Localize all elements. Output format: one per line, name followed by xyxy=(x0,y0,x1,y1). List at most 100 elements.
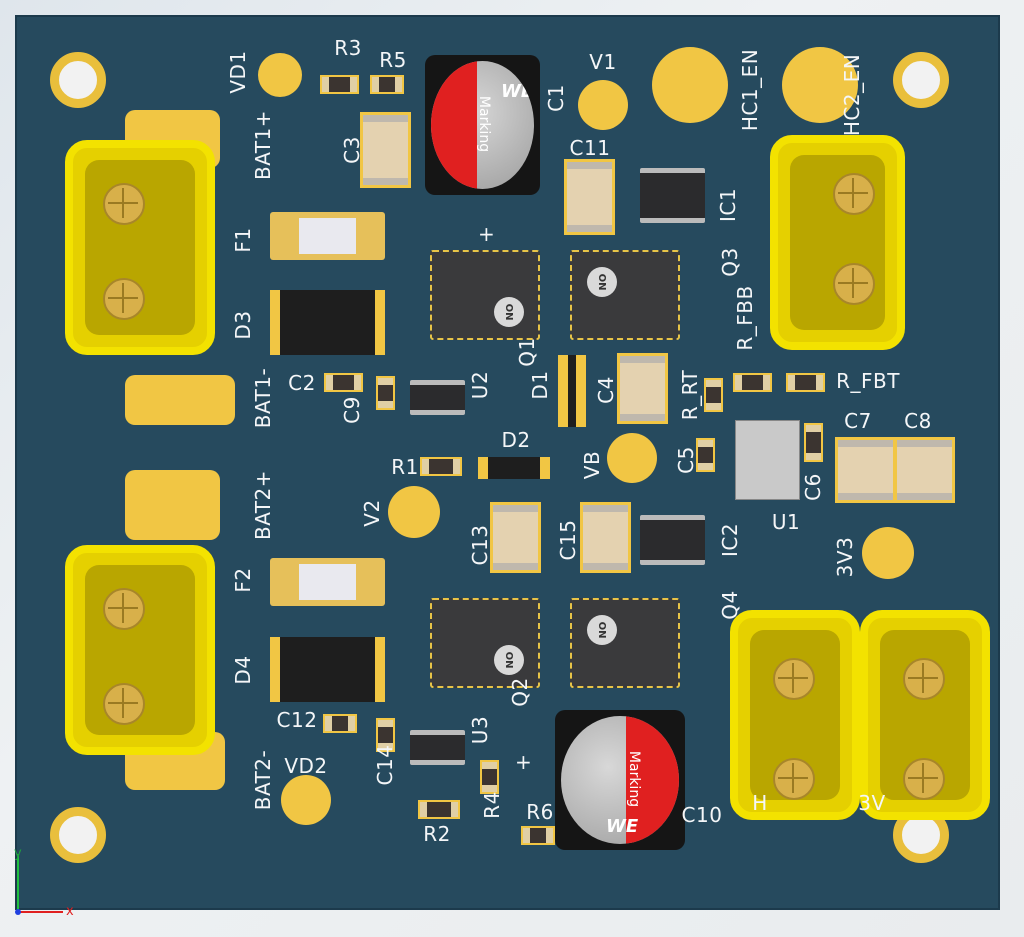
fet-marking: ON xyxy=(587,267,617,297)
silkscreen-label-f1: F1 xyxy=(231,227,255,253)
ceramic-capacitor xyxy=(894,437,955,503)
ceramic-capacitor xyxy=(490,502,541,573)
silkscreen-label-d1: D1 xyxy=(528,370,552,400)
screw-icon xyxy=(833,263,875,305)
smd-resistor xyxy=(376,718,395,752)
ceramic-capacitor xyxy=(360,112,411,188)
screw-icon xyxy=(773,658,815,700)
silkscreen-label-r4: R4 xyxy=(480,791,504,819)
silkscreen-label-c4: C4 xyxy=(594,376,618,404)
silkscreen-label-hc1-en: HC1_EN xyxy=(738,48,762,132)
axis-x-label: x xyxy=(66,904,74,919)
silkscreen-label-bat2-: BAT2- xyxy=(251,749,275,811)
ic-package xyxy=(640,515,705,565)
silkscreen-label-ic1: IC1 xyxy=(716,187,740,223)
ceramic-capacitor xyxy=(835,437,896,503)
capacitor-marking-text: Marking xyxy=(626,750,643,808)
we-logo: WE xyxy=(606,816,639,837)
axis-indicator: y x xyxy=(8,846,88,930)
capacitor-marking-text: Marking xyxy=(476,95,493,153)
mosfet: ON xyxy=(570,250,680,340)
test-point xyxy=(578,80,628,130)
silkscreen-label-q4: Q4 xyxy=(718,590,742,620)
fet-marking: ON xyxy=(494,645,524,675)
screw-icon xyxy=(103,278,145,320)
silkscreen-label-v2: V2 xyxy=(360,499,384,527)
smd-resistor xyxy=(418,800,460,819)
mounting-hole xyxy=(893,52,949,108)
smd-resistor xyxy=(320,75,359,94)
silkscreen-label-v1: V1 xyxy=(589,50,617,74)
xt30-connector xyxy=(65,545,215,755)
xt30-connector xyxy=(65,140,215,355)
silkscreen-label-d4: D4 xyxy=(231,655,255,685)
smd-resistor xyxy=(804,423,823,462)
smd-resistor xyxy=(420,457,462,476)
silkscreen-label-r1: R1 xyxy=(391,455,419,479)
screw-icon xyxy=(103,588,145,630)
silkscreen-label-c14: C14 xyxy=(373,744,397,786)
silkscreen-label-c15: C15 xyxy=(556,519,580,561)
polarity-plus: + xyxy=(515,750,533,774)
battery-pad xyxy=(125,375,235,425)
silkscreen-label-u1: U1 xyxy=(771,510,801,534)
silkscreen-label-bat1-: BAT1- xyxy=(251,367,275,429)
smd-resistor xyxy=(480,760,499,794)
silkscreen-label-r3: R3 xyxy=(334,36,362,60)
test-point xyxy=(607,433,657,483)
test-point xyxy=(862,527,914,579)
axis-y-label: y xyxy=(14,846,22,861)
silkscreen-label-d2: D2 xyxy=(501,428,531,452)
screw-icon xyxy=(903,758,945,800)
silkscreen-label-c6: C6 xyxy=(801,473,825,501)
mosfet: ON xyxy=(570,598,680,688)
silkscreen-label-c9: C9 xyxy=(340,396,364,424)
ceramic-capacitor xyxy=(580,502,631,573)
smd-resistor xyxy=(370,75,404,94)
mounting-hole xyxy=(50,52,106,108)
silkscreen-label-r6: R6 xyxy=(526,800,554,824)
test-point xyxy=(281,775,331,825)
silkscreen-label-f2: F2 xyxy=(231,567,255,593)
silkscreen-label-3v3: 3V3 xyxy=(833,536,857,578)
silkscreen-label-hc2-en: HC2_EN xyxy=(840,53,864,137)
xt30-connector xyxy=(730,610,860,820)
smd-resistor xyxy=(696,438,715,472)
silkscreen-label-r2: R2 xyxy=(423,822,451,846)
screw-icon xyxy=(903,658,945,700)
fet-marking: ON xyxy=(587,615,617,645)
silkscreen-label-c10: C10 xyxy=(681,803,723,827)
silkscreen-label-c5: C5 xyxy=(674,446,698,474)
smd-resistor xyxy=(324,373,363,392)
ceramic-capacitor xyxy=(617,353,668,424)
smd-resistor xyxy=(733,373,772,392)
xt30-connector xyxy=(860,610,990,820)
xt30-connector xyxy=(770,135,905,350)
smd-resistor xyxy=(376,376,395,410)
fuse xyxy=(270,558,385,606)
silkscreen-label-bat1-: BAT1+ xyxy=(251,109,275,181)
ic-package xyxy=(410,730,465,765)
test-point xyxy=(258,53,302,97)
test-point xyxy=(652,47,728,123)
diode xyxy=(270,290,385,355)
electrolytic-capacitor: Marking WE xyxy=(425,55,540,195)
silkscreen-label-c2: C2 xyxy=(288,371,316,395)
we-logo: WE xyxy=(501,81,534,102)
screw-icon xyxy=(103,183,145,225)
fet-marking: ON xyxy=(494,297,524,327)
test-point xyxy=(782,47,858,123)
silkscreen-label-c7: C7 xyxy=(844,409,872,433)
silkscreen-label-r-rt: R_RT xyxy=(678,369,702,421)
smd-resistor xyxy=(521,826,555,845)
mosfet: ON xyxy=(430,598,540,688)
silkscreen-label-r-fbt: R_FBT xyxy=(836,369,900,393)
screw-icon xyxy=(773,758,815,800)
ic-package xyxy=(640,168,705,223)
silkscreen-label-r5: R5 xyxy=(379,48,407,72)
battery-pad xyxy=(125,470,220,540)
test-point xyxy=(388,486,440,538)
silkscreen-label-3v: 3V xyxy=(858,791,886,815)
screw-icon xyxy=(103,683,145,725)
